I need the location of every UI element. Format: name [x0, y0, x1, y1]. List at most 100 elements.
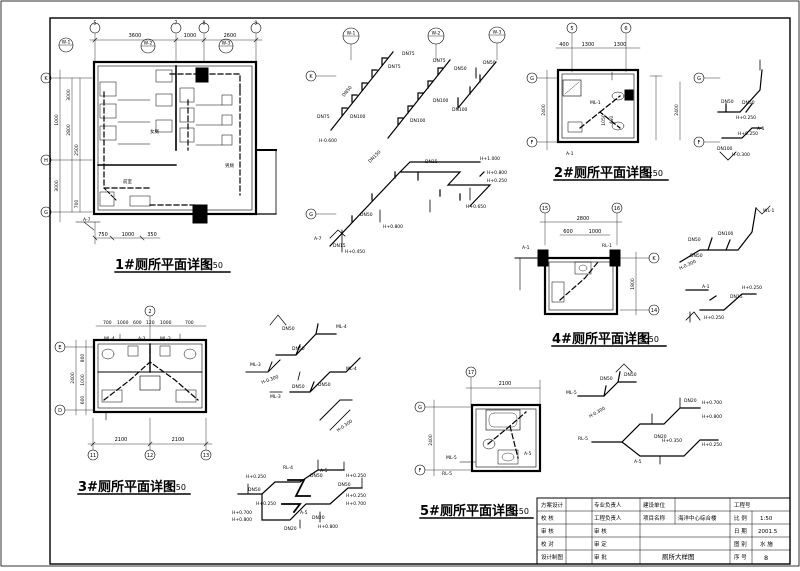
elev-label: H+0.250 — [742, 285, 762, 291]
grid-label: 7 — [174, 21, 177, 27]
iso-4 — [679, 205, 771, 323]
tag-label: ML-3 — [160, 336, 171, 342]
plan-title: 5#厕所平面详图 — [420, 503, 518, 519]
tb-cell: 水 施 — [760, 540, 773, 548]
iso-2 — [679, 59, 763, 161]
dim-text: 2400 — [541, 104, 547, 116]
pipe-label: DN75 — [317, 114, 330, 120]
drawing-name: 厕所大样图 — [662, 552, 695, 561]
tb-cell: 方案设计 — [541, 501, 564, 509]
tb-cell: 日 期 — [734, 528, 747, 535]
room-label: 前室 — [123, 178, 132, 185]
dim-text: 450 — [609, 116, 615, 125]
dim-text: 700 — [185, 320, 194, 326]
dim-text: 1300 — [614, 42, 627, 48]
iso-4-labels: WL-1 DN50 DN100 DN15 DN50 H-0.300 H+0.25… — [678, 208, 774, 321]
grid-label: F — [531, 140, 534, 146]
elev-label: H+0.250 — [346, 473, 366, 479]
tag-label: A-1 — [757, 126, 765, 132]
elev-label: H+0.800 — [487, 170, 507, 176]
dim-text: 600 — [80, 396, 86, 405]
pipe-label: DN50 — [742, 100, 755, 106]
tb-cell: 图 别 — [734, 540, 747, 548]
tag-label: RL-1 — [602, 243, 612, 249]
wl-label: W-3 — [493, 30, 502, 36]
grid-label: 5 — [93, 21, 96, 27]
pipe-label: DN50 — [318, 382, 331, 388]
dim-text: 1000 — [184, 33, 197, 39]
tag-label: ML-4 — [104, 336, 115, 342]
elev-label: H+0.800 — [232, 517, 252, 523]
elev-label: H+0.700 — [702, 400, 722, 406]
wl-label: ML-5 — [566, 390, 577, 396]
tag-label: ML-1 — [590, 100, 601, 106]
pipe-label: DN100 — [717, 146, 733, 152]
plan-title: 2#厕所平面详图 — [554, 165, 652, 181]
wl-label: W-1 — [347, 31, 356, 37]
dim-text: 3000 — [54, 180, 60, 192]
plan-5 — [414, 366, 542, 477]
tb-cell: 2001.5 — [758, 529, 778, 535]
pipe-label: DN15 — [333, 243, 346, 249]
tag-label: A-5 — [300, 510, 308, 516]
elev-label: H+0.800 — [702, 414, 722, 420]
dim-text: 2800 — [66, 124, 72, 136]
grid-label: 8 — [202, 21, 205, 27]
tb-cell: 校 核 — [541, 514, 554, 522]
pipe-label: DN50 — [310, 473, 323, 479]
grid-label: 12 — [147, 453, 153, 459]
pipe-label: DN100 — [350, 114, 366, 120]
dim-text: 2100 — [172, 437, 185, 443]
pipe-label: DN50 — [688, 237, 701, 243]
tb-cell: 海洋中心综合楼 — [678, 514, 717, 522]
wl-label: ML-3 — [270, 394, 281, 400]
dim-text: 2100 — [499, 381, 512, 387]
title-block — [536, 497, 791, 565]
pipe-label: DN100 — [433, 98, 449, 104]
dim-text: 1000 — [160, 320, 172, 326]
tag-label: A-7 — [83, 217, 91, 223]
iso-3b-labels: RL-4 A-5 A-5 H+0.250 H+0.250 H+0.250 H+0… — [232, 465, 366, 532]
tb-cell: 设计制图 — [541, 553, 564, 561]
pipe-label: DN50 — [624, 372, 637, 378]
pipe-label: DN20 — [284, 526, 297, 532]
dim-text: 400 — [559, 42, 569, 48]
grid-label: D — [58, 408, 62, 414]
grid-label: 2 — [148, 309, 151, 315]
elev-label: H+0.250 — [256, 501, 276, 507]
wl-label: ML-4 — [336, 324, 347, 330]
plan-scale: 1:50 — [168, 483, 186, 492]
sheet-number: 8 — [764, 554, 768, 562]
grid-label: G — [697, 76, 701, 82]
elev-label: H+0.450 — [345, 249, 365, 255]
elev-label: H+0.800 — [383, 224, 403, 230]
pipe-label: DN100 — [410, 118, 426, 124]
grid-label: E — [58, 345, 61, 351]
elev-label: H+0.700 — [232, 510, 252, 516]
tb-cell: 1:50 — [760, 516, 773, 522]
tb-cell: 项目名称 — [643, 514, 666, 522]
grid-label: G — [530, 76, 534, 82]
tb-cell: 审 定 — [594, 540, 607, 548]
tb-cell: 审 批 — [594, 553, 607, 561]
wl-label: RL-5 — [578, 436, 588, 442]
dim-text: 700 — [103, 320, 112, 326]
tag-label: RL-4 — [283, 465, 293, 471]
pipe-label: DN50 — [292, 384, 305, 390]
grid-label: 13 — [203, 453, 209, 459]
grid-label: 16 — [614, 206, 620, 212]
plan-scale: 1:50 — [645, 169, 663, 178]
tb-cell: 序 号 — [734, 553, 747, 561]
tag-label: A-1 — [566, 151, 574, 157]
pipe-label: DN50 — [454, 66, 467, 72]
tb-cell: 工程号 — [734, 501, 751, 509]
w-tag-label: W-3 — [222, 41, 231, 47]
plan-4-labels: 15 16 2800 600 1000 K 14 1800 A-1 RL-1 4… — [522, 206, 667, 347]
grid-label: 11 — [90, 453, 96, 459]
plan-4 — [514, 202, 660, 316]
grid-label: K — [309, 74, 313, 80]
dim-text: 600 — [133, 320, 142, 326]
pipe-label: DN50 — [248, 487, 261, 493]
dim-text: 1000 — [54, 114, 60, 126]
